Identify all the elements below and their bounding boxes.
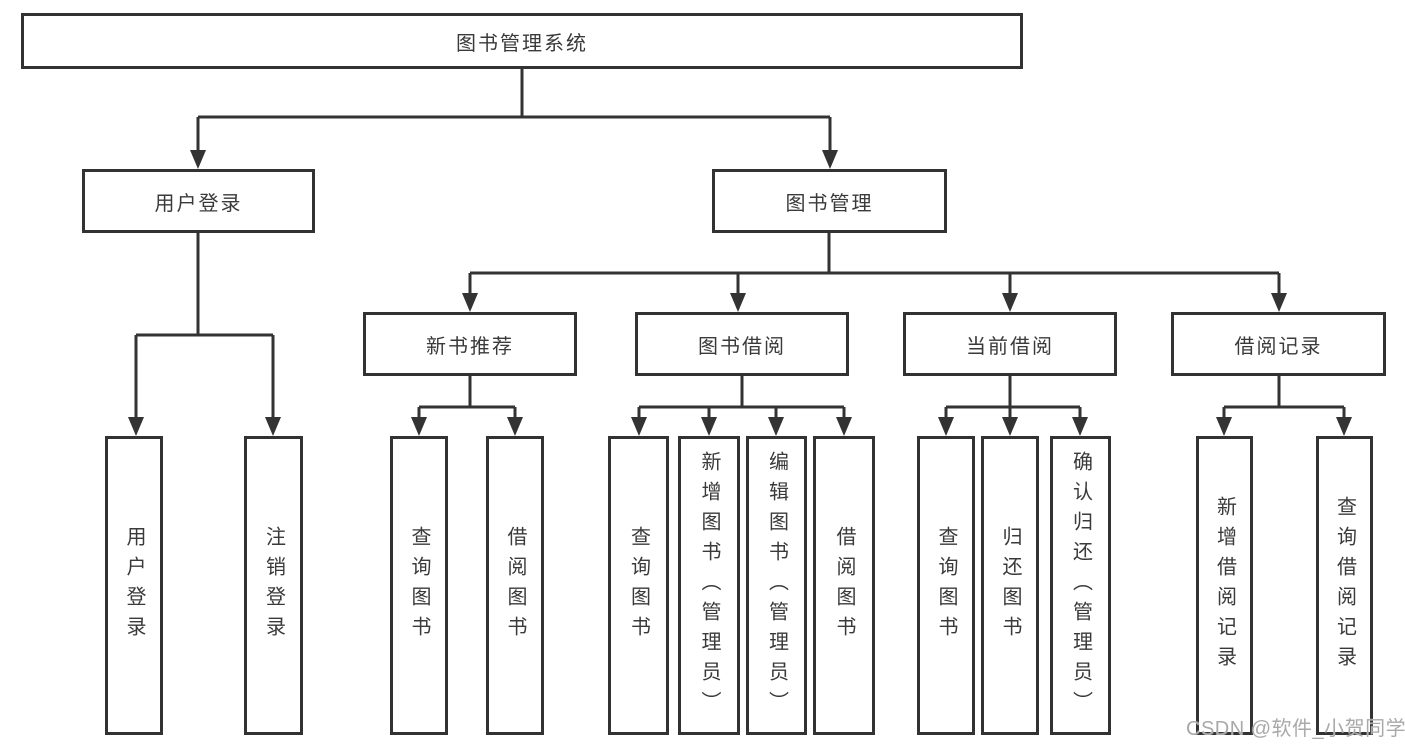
node-label: 注销登录	[262, 525, 285, 646]
leaf-logout: 注销登录	[244, 436, 303, 735]
leaf-confirm-return-admin: 确认归还（管理员）	[1050, 436, 1111, 735]
node-label: 用户登录	[123, 525, 145, 646]
node-label: 新增借阅记录	[1213, 495, 1236, 676]
csdn-watermark: CSDN @软件_小贺同学	[1186, 718, 1405, 740]
leaf-query-borrow-record: 查询借阅记录	[1316, 436, 1373, 735]
node-label: 图书管理	[785, 192, 874, 215]
node-current-borrowing: 当前借阅	[903, 312, 1117, 376]
leaf-edit-books-admin: 编辑图书（管理员）	[746, 436, 807, 735]
node-label: 确认归还（管理员）	[1069, 450, 1092, 721]
node-label: 借阅图书	[504, 525, 526, 646]
node-new-book-recommendation: 新书推荐	[363, 312, 577, 376]
node-label: 当前借阅	[966, 335, 1054, 358]
node-book-management: 图书管理	[712, 169, 947, 233]
node-label: 查询图书	[935, 525, 957, 646]
node-label: 图书管理系统	[456, 32, 588, 55]
node-label: 借阅记录	[1234, 335, 1323, 358]
leaf-borrow-books-1: 借阅图书	[486, 436, 544, 735]
node-label: 归还图书	[999, 525, 1021, 646]
node-label: 查询借阅记录	[1333, 495, 1356, 676]
leaf-add-borrow-record: 新增借阅记录	[1196, 436, 1253, 735]
leaf-add-books-admin: 新增图书（管理员）	[678, 436, 740, 735]
node-library-management-system: 图书管理系统	[21, 13, 1023, 69]
node-label: 借阅图书	[833, 525, 855, 646]
node-user-login: 用户登录	[82, 169, 315, 233]
leaf-borrow-books-2: 借阅图书	[813, 436, 875, 735]
node-borrowing-records: 借阅记录	[1171, 312, 1386, 376]
node-label: 编辑图书（管理员）	[765, 450, 788, 721]
node-label: 查询图书	[627, 525, 650, 646]
node-label: 用户登录	[154, 192, 243, 215]
node-label: 查询图书	[408, 525, 430, 646]
leaf-user-login: 用户登录	[105, 436, 163, 735]
node-book-borrowing: 图书借阅	[635, 312, 849, 376]
node-label: 图书借阅	[698, 335, 786, 358]
leaf-query-books-2: 查询图书	[608, 436, 669, 735]
node-label: 新增图书（管理员）	[698, 450, 720, 721]
node-label: 新书推荐	[426, 335, 514, 358]
leaf-return-books: 归还图书	[981, 436, 1039, 735]
leaf-query-books-3: 查询图书	[917, 436, 975, 735]
leaf-query-books-1: 查询图书	[390, 436, 448, 735]
